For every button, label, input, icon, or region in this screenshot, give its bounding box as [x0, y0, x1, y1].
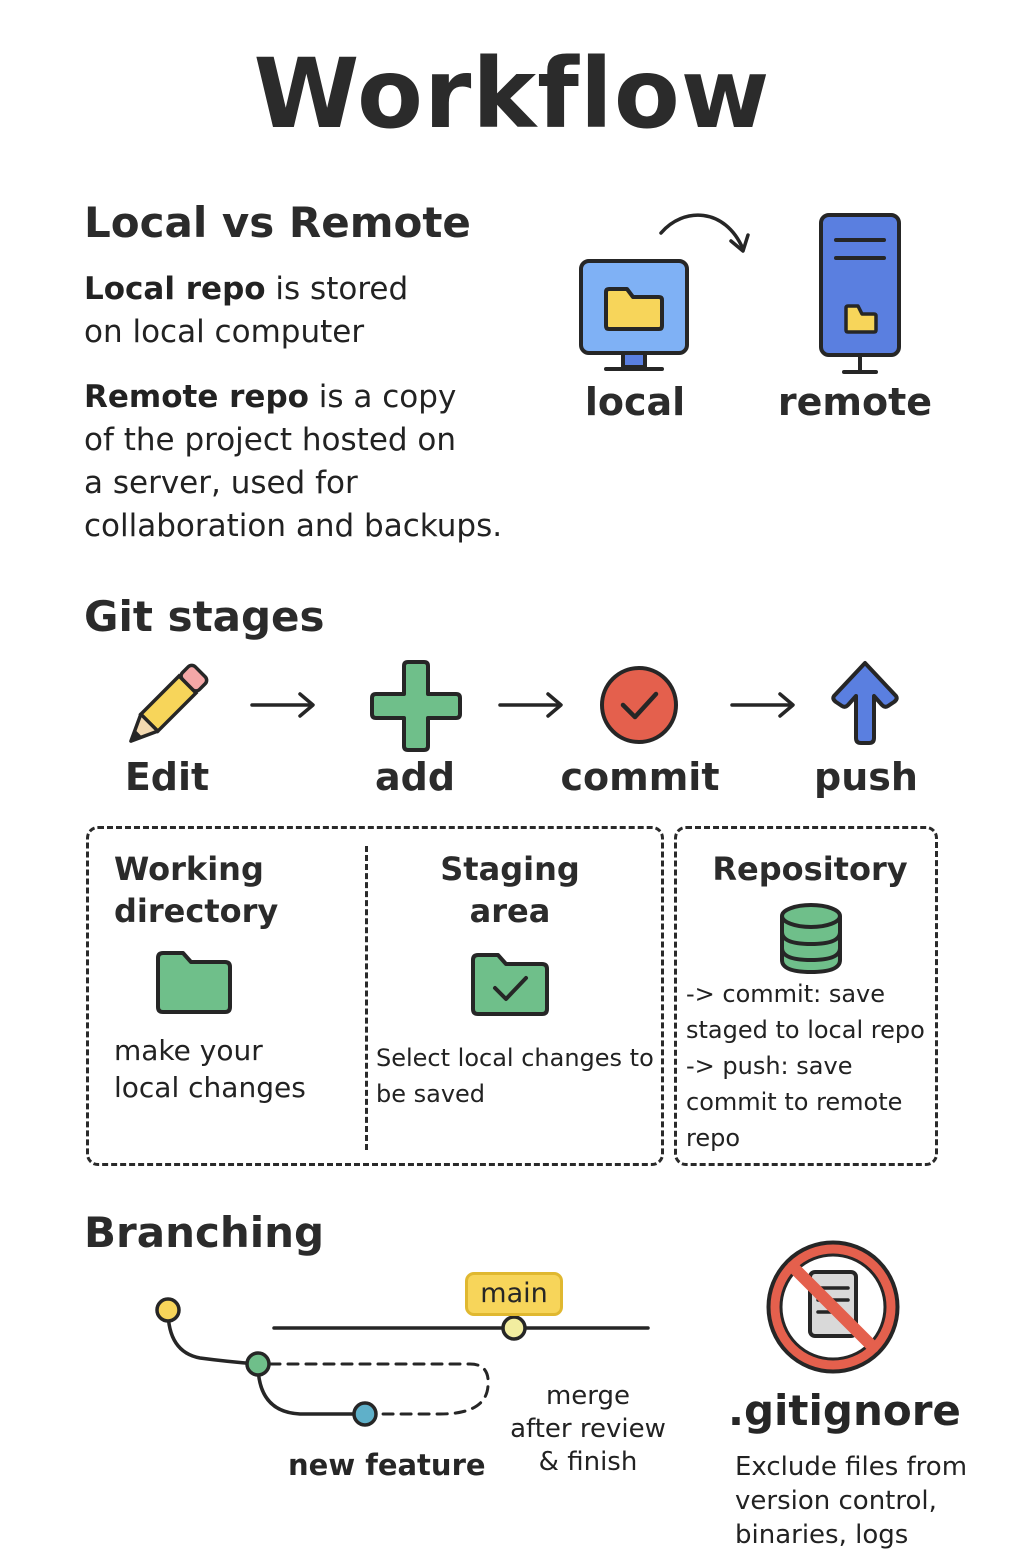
database-icon: [780, 903, 842, 975]
merge-note-line3: & finish: [538, 1447, 638, 1477]
new-feature-label: new feature: [288, 1448, 486, 1482]
folder-icon: [156, 951, 232, 1014]
working-directory-title: Working directory: [114, 848, 278, 932]
remote-repo-description: Remote repo is a copy of the project hos…: [84, 376, 544, 548]
local-label: local: [584, 380, 686, 424]
local-repo-text-line2: on local computer: [84, 314, 365, 350]
staging-area-text-line1: Select local changes to: [376, 1044, 654, 1072]
working-directory-text: make your local changes: [114, 1032, 306, 1106]
local-repo-description: Local repo is stored on local computer: [84, 268, 544, 354]
main-branch-tag: main: [465, 1272, 563, 1316]
gitignore-description-line2: version control,: [735, 1486, 937, 1516]
repository-text-line: repo: [686, 1124, 741, 1152]
remote-repo-text-line4: collaboration and backups.: [84, 508, 503, 544]
gitignore-description: Exclude files from version control, bina…: [735, 1450, 1015, 1552]
remote-repo-text-line3: a server, used for: [84, 465, 358, 501]
branching-heading: Branching: [84, 1208, 325, 1257]
stage-label-commit: commit: [560, 755, 720, 799]
check-circle-icon: [600, 666, 678, 744]
repository-text-line: -> push: save: [686, 1052, 853, 1080]
no-file-icon: [766, 1240, 900, 1374]
box-divider: [365, 846, 368, 1150]
commit-dot-start: [155, 1297, 181, 1323]
feature-branch-line: [256, 1362, 367, 1416]
staging-area-title-line2: area: [469, 892, 551, 930]
stage-label-add: add: [374, 755, 456, 799]
work-staging-box: [86, 826, 664, 1166]
gitignore-title: .gitignore: [728, 1386, 961, 1435]
merge-note: merge after review & finish: [508, 1380, 668, 1479]
page-title: Workflow: [253, 38, 771, 150]
staging-area-title-line1: Staging: [440, 850, 580, 888]
gitignore-description-line3: binaries, logs: [735, 1520, 909, 1550]
remote-repo-term: Remote repo: [84, 379, 309, 415]
up-arrow-icon: [831, 661, 899, 745]
branch-connector-line: [166, 1308, 260, 1366]
repository-title: Repository: [712, 850, 908, 888]
merge-note-line2: after review: [510, 1414, 666, 1444]
working-directory-text-line2: local changes: [114, 1071, 306, 1104]
local-repo-text: is stored: [265, 271, 409, 307]
local-repo-term: Local repo: [84, 271, 266, 307]
branch-diagram: [155, 1297, 650, 1427]
right-arrow-icon: [498, 692, 563, 718]
curved-arrow-icon: [659, 213, 750, 253]
staging-area-text-line2: be saved: [376, 1080, 486, 1108]
remote-repo-text: is a copy: [308, 379, 457, 415]
monitor-folder-icon: [579, 259, 689, 371]
plus-icon: [370, 660, 462, 752]
right-arrow-icon: [250, 692, 315, 718]
working-directory-title-line1: Working: [114, 850, 264, 888]
server-folder-icon: [819, 213, 901, 374]
git-stages-heading: Git stages: [84, 592, 325, 641]
staging-area-text: Select local changes to be saved: [376, 1040, 656, 1112]
working-directory-text-line1: make your: [114, 1034, 263, 1067]
commit-dot-branch: [245, 1351, 271, 1377]
commit-dot-main: [501, 1315, 527, 1341]
stage-label-edit: Edit: [124, 755, 210, 799]
repository-text: -> commit: save staged to local repo -> …: [686, 976, 932, 1156]
folder-check-icon: [471, 953, 549, 1016]
merge-dashed-line: [268, 1362, 490, 1416]
remote-label: remote: [777, 380, 933, 424]
commit-dot-feature: [352, 1401, 378, 1427]
merge-note-line1: merge: [545, 1381, 631, 1411]
gitignore-description-line1: Exclude files from: [735, 1452, 968, 1482]
repository-text-line: -> commit: save: [686, 980, 886, 1008]
remote-repo-text-line2: of the project hosted on: [84, 422, 457, 458]
stage-label-push: push: [814, 755, 918, 799]
repository-box: [674, 826, 938, 1166]
repository-text-line: commit to remote: [686, 1088, 903, 1116]
working-directory-title-line2: directory: [114, 892, 279, 930]
staging-area-title: Staging area: [370, 848, 650, 932]
local-vs-remote-heading: Local vs Remote: [84, 198, 471, 247]
pencil-icon: [129, 663, 209, 743]
repository-text-line: staged to local repo: [686, 1016, 925, 1044]
right-arrow-icon: [730, 692, 795, 718]
